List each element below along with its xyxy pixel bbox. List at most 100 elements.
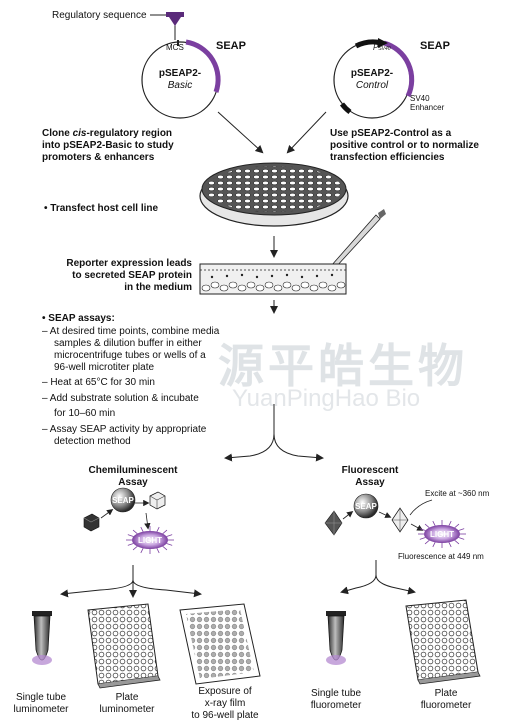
reporter-line3: in the medium <box>124 282 192 293</box>
fluor-title-line1: Fluorescent <box>341 465 399 476</box>
cell <box>291 284 301 292</box>
assay-item1-line2: samples & dilution buffer in either <box>54 338 202 349</box>
cell <box>201 284 211 292</box>
light-ray <box>166 534 173 537</box>
chemi-light-label: LIGHT <box>138 536 162 545</box>
chemi-plate-caption-l2: luminometer <box>99 704 155 715</box>
light-ray <box>162 529 168 534</box>
watermark-cn: 源平皓生物 <box>218 340 468 392</box>
light-ray <box>132 529 138 534</box>
fluor-plate-caption-l1: Plate <box>434 688 458 699</box>
regulatory-sequence-label: Regulatory sequence <box>52 10 147 21</box>
chemi-title-line2: Assay <box>118 477 148 488</box>
light-ray <box>448 542 452 548</box>
light-ray <box>127 543 134 546</box>
fluor-tube-caption-l1: Single tube <box>310 688 362 699</box>
chemi-title-line1: Chemiluminescent <box>88 465 178 476</box>
control-plasmid-name: pSEAP2- <box>350 68 394 79</box>
light-ray <box>140 548 144 554</box>
clone-text-line3: promoters & enhancers <box>42 152 155 163</box>
control-text-line1: Use pSEAP2-Control as a <box>330 128 452 139</box>
enhancer-label-line1: SV40 <box>410 94 430 103</box>
assay-item4-line2: detection method <box>54 436 131 447</box>
light-ray <box>448 520 452 526</box>
fluor-plate-caption-l2: fluorometer <box>420 700 472 711</box>
chemi-tube-caption-l1: Single tube <box>15 692 67 703</box>
secreted-seap-dot <box>285 273 289 277</box>
film-caption-l3: to 96-well plate <box>191 710 259 721</box>
secreted-seap-dot <box>300 275 304 279</box>
light-ray <box>432 520 436 526</box>
clone-text-1b: cis <box>72 128 87 139</box>
fluor-split-arrows <box>340 560 416 595</box>
cell <box>318 281 328 289</box>
cell <box>228 281 238 289</box>
secreted-seap-dot <box>255 275 259 279</box>
secreted-seap-dot <box>240 273 244 277</box>
control-text-line3: transfection efficiencies <box>330 152 445 163</box>
fluor-seap-label: SEAP <box>355 502 377 511</box>
watermark-en: YuanPingHao Bio <box>232 385 421 412</box>
clone-text-1c: -regulatory region <box>86 128 173 139</box>
light-ray <box>424 523 430 528</box>
cell <box>246 281 256 289</box>
cell <box>336 281 346 289</box>
assay-item3-line2: for 10–60 min <box>54 408 116 419</box>
control-promoter-label: PSV40 <box>373 43 391 54</box>
light-ray <box>458 537 465 540</box>
assay-item1-line4: 96-well microtiter plate <box>54 362 155 373</box>
light-ray <box>419 537 426 540</box>
promoter-base: P <box>373 43 379 52</box>
light-ray <box>424 540 430 545</box>
cell <box>300 281 310 289</box>
basic-seap-label: SEAP <box>216 40 246 52</box>
xray-film-plate <box>179 603 261 685</box>
light-ray <box>454 523 460 528</box>
single-tube-luminometer <box>32 611 52 665</box>
fluor-light-label: LIGHT <box>430 530 454 539</box>
pseap2-basic-plasmid <box>141 39 221 119</box>
assay-item4-line1: – Assay SEAP activity by appropriate <box>42 424 207 435</box>
pipette <box>330 209 386 269</box>
regulatory-sequence-marker <box>150 12 184 40</box>
chemi-reaction <box>83 487 174 554</box>
clone-text-line2: into pSEAP2-Basic to study <box>42 140 174 151</box>
secreted-seap-dot <box>210 275 214 279</box>
excite-label: Excite at ~360 nm <box>425 489 490 498</box>
chemi-split-arrows <box>60 565 202 598</box>
control-text-line2: positive control or to normalize <box>330 140 479 151</box>
cell <box>237 284 247 292</box>
fluor-title-line2: Assay <box>355 477 385 488</box>
reporter-line1: Reporter expression leads <box>66 258 192 269</box>
transfect-step: • Transfect host cell line <box>44 203 159 214</box>
clone-text-line1: Clone cis-regulatory region <box>42 128 172 140</box>
single-tube-fluorometer <box>326 611 346 665</box>
petri-dish <box>199 162 349 227</box>
light-ray <box>454 540 460 545</box>
basic-plasmid-variant: Basic <box>167 80 193 91</box>
assay-item1-line3: microcentrifuge tubes or wells of a <box>54 350 206 361</box>
secreted-seap-dot <box>225 274 229 278</box>
fluor-reaction <box>324 493 466 548</box>
assay-item2: – Heat at 65°C for 30 min <box>42 377 155 388</box>
secreted-seap-dot <box>330 273 334 277</box>
cell <box>219 284 229 292</box>
assay-item3-line1: – Add substrate solution & incubate <box>42 393 199 404</box>
plate-luminometer <box>87 603 161 689</box>
control-plasmid-variant: Control <box>355 80 389 91</box>
secreted-seap-dot <box>270 274 274 278</box>
film-caption-l2: x-ray film <box>204 698 246 709</box>
film-caption-l1: Exposure of <box>198 686 252 697</box>
chemi-seap-label: SEAP <box>112 496 134 505</box>
branch-arrows <box>224 404 324 462</box>
chemi-plate-caption-l1: Plate <box>115 692 139 703</box>
cell <box>255 284 265 292</box>
light-ray <box>140 526 144 532</box>
light-ray <box>432 542 436 548</box>
light-ray <box>127 534 134 537</box>
light-ray <box>132 546 138 551</box>
light-ray <box>166 543 173 546</box>
clone-text-1a: Clone <box>42 128 73 139</box>
